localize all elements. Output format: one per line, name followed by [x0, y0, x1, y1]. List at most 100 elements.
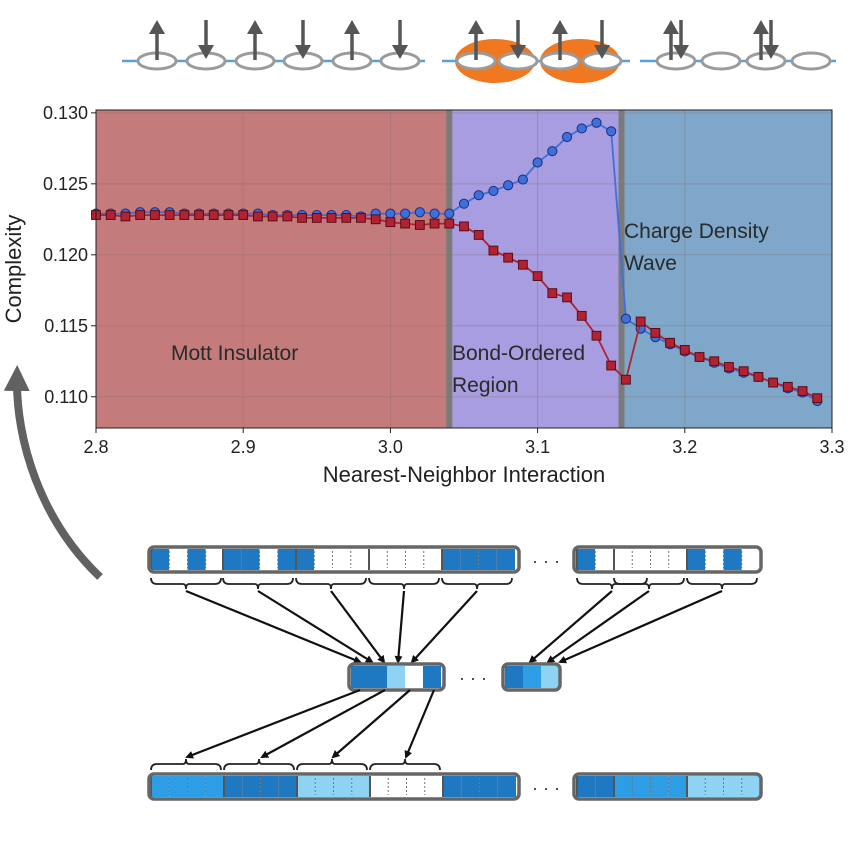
tape-cell: [169, 549, 188, 570]
x-tick-label: 2.8: [83, 437, 108, 457]
data-point-square: [238, 210, 249, 220]
tape-cell: [405, 666, 423, 688]
middle-tape: [347, 662, 562, 692]
data-point-circle: [473, 190, 484, 201]
data-point-square: [370, 214, 381, 225]
data-point-circle: [488, 185, 499, 197]
data-point-square: [753, 371, 764, 382]
tape-cell: [461, 776, 480, 797]
data-point-square: [709, 356, 720, 367]
tape-cell: [423, 666, 441, 688]
data-point-square: [517, 259, 528, 270]
tape-cell: [259, 549, 278, 570]
brace: [150, 758, 222, 771]
y-tick-label: 0.120: [43, 245, 88, 265]
tape-cell: [297, 776, 316, 797]
tape-cell: [595, 549, 614, 570]
mapping-arrow: [185, 688, 361, 759]
curved-arrow-icon: [3, 365, 103, 580]
tape-cell: [369, 666, 387, 688]
data-point-square: [105, 210, 116, 220]
tape-cell: [632, 549, 651, 570]
data-point-circle: [547, 146, 558, 157]
data-point-square: [135, 210, 146, 220]
data-point-square: [650, 327, 661, 338]
data-point-square: [356, 212, 366, 223]
tape-cell: [478, 549, 497, 570]
tape-cell: [387, 549, 406, 570]
tape-cell: [241, 549, 260, 570]
data-point-square: [341, 212, 352, 223]
data-point-square: [267, 211, 278, 222]
mapping-arrow: [404, 689, 436, 759]
tape-cell: [205, 549, 224, 570]
tape-cell: [351, 666, 369, 688]
tape-cell: [741, 776, 760, 797]
brace: [369, 758, 441, 771]
data-point-square: [621, 374, 631, 385]
tape-cell: [614, 776, 633, 797]
tape-cell: [151, 776, 170, 797]
top-tape-frame-left: [147, 545, 521, 574]
data-point-square: [179, 210, 190, 220]
tape-cell: [388, 776, 407, 797]
spin-lattice-illustration: [122, 20, 836, 83]
phase-region-1: [96, 110, 450, 428]
tape-cell: [406, 776, 425, 797]
tape-cell: [668, 776, 687, 797]
data-point-square: [164, 210, 175, 220]
data-point-square: [208, 210, 219, 220]
tape-cell: [315, 776, 334, 797]
tape-cell: [705, 549, 724, 570]
data-point-circle: [414, 207, 425, 218]
tape-cell: [595, 776, 614, 797]
tape-cell: [151, 549, 170, 570]
data-point-square: [782, 381, 793, 392]
data-point-circle: [606, 126, 617, 137]
data-point-square: [532, 271, 543, 281]
top-tape-frame-right: [572, 545, 763, 574]
tape-cell: [187, 549, 206, 570]
tape-cell: [741, 549, 760, 570]
middle-tape-frame-left: [347, 662, 446, 692]
brace: [222, 577, 294, 590]
bottom-braces: [150, 758, 441, 771]
data-point-square: [679, 345, 690, 355]
middle-tape-frame-right: [501, 662, 562, 692]
tape-cell: [332, 549, 351, 570]
mapping-arrow: [558, 589, 723, 664]
brace: [223, 758, 295, 771]
top-tape-ellipsis: · · ·: [532, 551, 560, 571]
y-tick-label: 0.125: [43, 174, 88, 194]
x-tick-label: 3.3: [819, 437, 844, 457]
spin-down-arrow-icon: [763, 20, 779, 59]
tape-cell: [705, 776, 724, 797]
data-point-square: [297, 212, 307, 223]
data-point-circle: [444, 208, 455, 219]
tape-cell: [523, 666, 541, 688]
tape-cell: [387, 666, 405, 688]
data-point-circle: [591, 117, 602, 128]
data-point-square: [768, 377, 779, 388]
spin-up-arrow-icon: [663, 20, 679, 60]
tape-cell: [224, 776, 243, 797]
y-tick-label: 0.115: [44, 316, 88, 336]
mapping-arrow: [528, 590, 613, 664]
brace: [368, 577, 440, 590]
data-point-circle: [532, 157, 543, 168]
data-point-square: [738, 366, 749, 377]
tape-cell: [205, 776, 224, 797]
data-point-square: [591, 330, 602, 341]
tape-cell: [577, 549, 596, 570]
data-point-circle: [429, 208, 440, 219]
data-point-square: [120, 211, 131, 222]
tape-cell: [650, 776, 669, 797]
tape-cell: [296, 549, 315, 570]
tape-cell: [650, 549, 669, 570]
bottom-tape: [150, 776, 760, 797]
data-point-square: [724, 362, 734, 372]
middle-to-bottom-arrows: [185, 688, 436, 759]
spin-down-arrow-icon: [392, 20, 408, 59]
data-point-square: [149, 210, 160, 220]
